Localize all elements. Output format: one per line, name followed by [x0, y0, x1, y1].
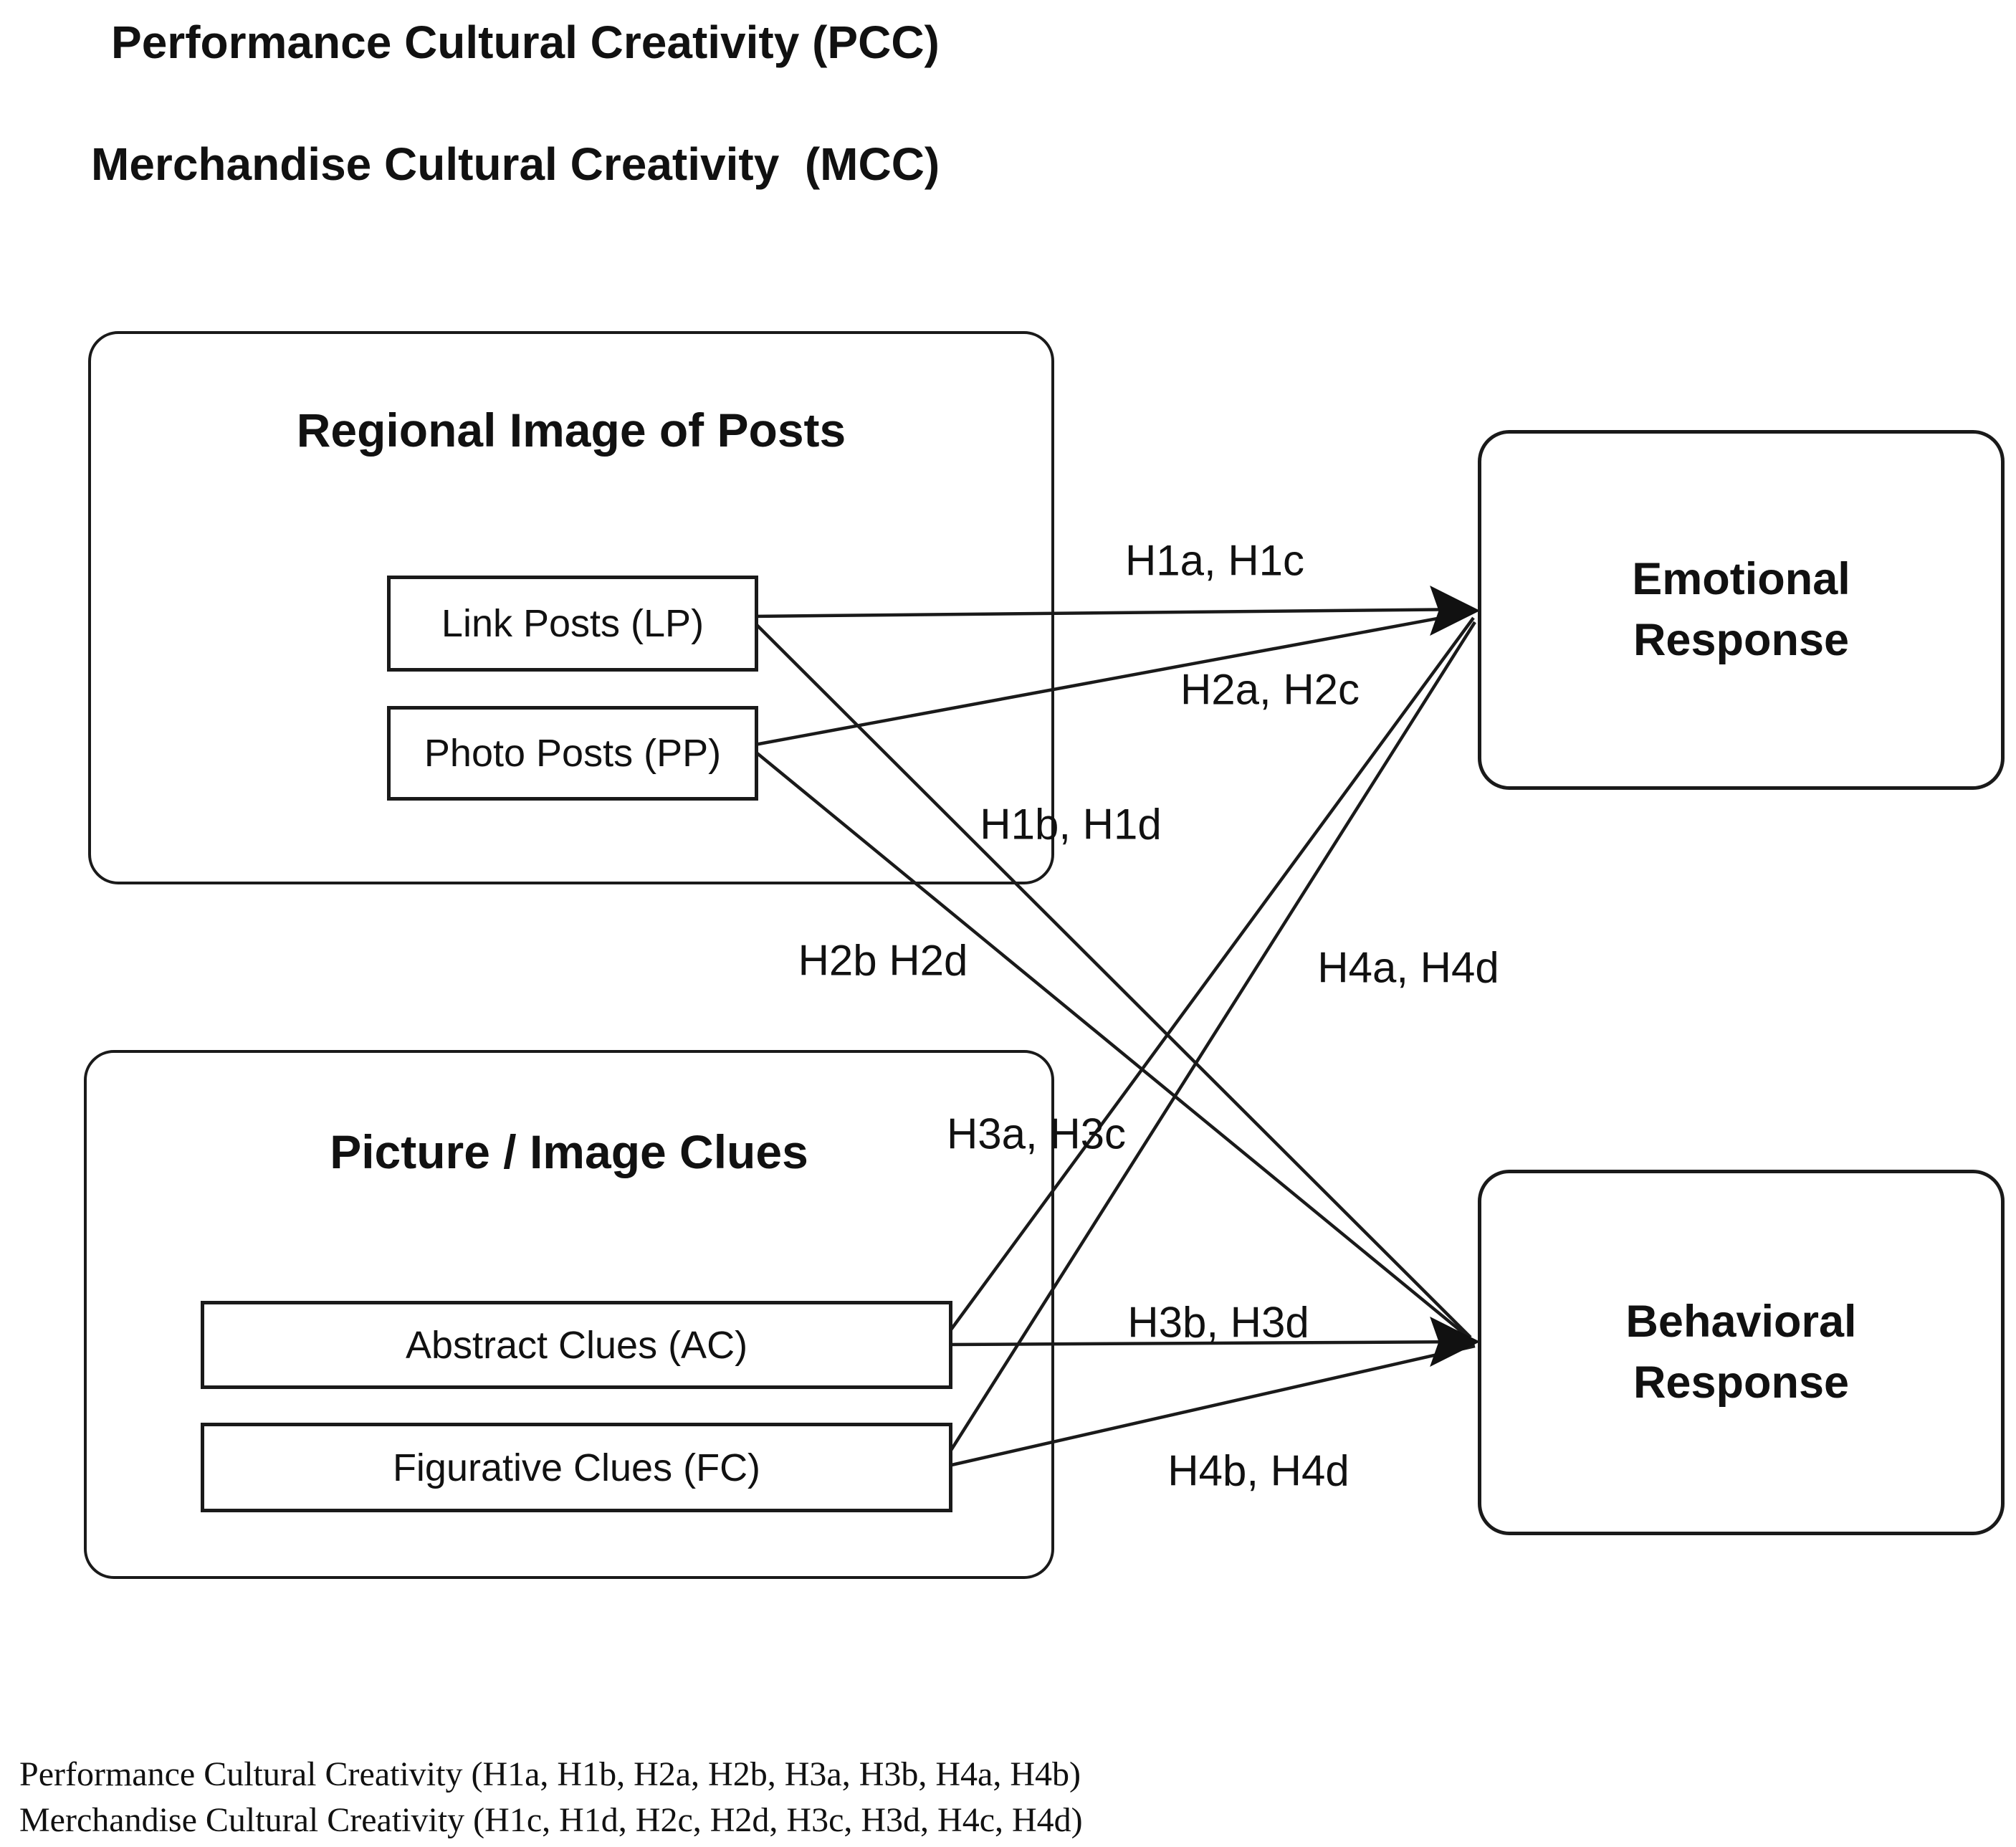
arrow-line-fc-emotional	[944, 621, 1476, 1461]
node-photo-posts: Photo Posts (PP)	[387, 706, 758, 801]
arrow-line-lp-behavioral	[750, 618, 1472, 1339]
hypothesis-label-fc-behavioral: H4b, H4d	[1167, 1446, 1349, 1495]
group-title-picture-image-clues: Picture / Image Clues	[330, 1125, 808, 1178]
node-abstract-clues: Abstract Clues (AC)	[201, 1301, 952, 1389]
arrowhead-behavioral	[1430, 1316, 1481, 1368]
group-box-regional-image-of-posts: Regional Image of Posts	[88, 331, 1054, 884]
behavioral-response-label: Behavioral Response	[1625, 1296, 1857, 1408]
hypothesis-label-lp-behavioral: H1b, H1d	[980, 800, 1162, 849]
hypothesis-label-pp-behavioral: H2b H2d	[798, 936, 968, 985]
footnote-merchandise: Merchandise Cultural Creativity (H1c, H1…	[19, 1801, 1083, 1839]
node-figurative-clues: Figurative Clues (FC)	[201, 1423, 952, 1512]
arrow-line-pp-behavioral	[750, 747, 1473, 1342]
heading-pcc: Performance Cultural Creativity (PCC)	[111, 16, 940, 68]
group-box-picture-image-clues: Picture / Image Clues	[84, 1050, 1054, 1579]
arrow-line-pp-emotional	[750, 610, 1473, 748]
hypothesis-label-fc-emotional: H4a, H4d	[1317, 943, 1499, 992]
footnote-performance: Performance Cultural Creativity (H1a, H1…	[19, 1755, 1081, 1793]
hypothesis-label-ac-behavioral: H3b, H3d	[1127, 1298, 1309, 1347]
emotional-response-label: Emotional Response	[1632, 553, 1850, 665]
arrow-line-lp-emotional	[750, 607, 1471, 619]
node-link-posts: Link Posts (LP)	[387, 576, 758, 672]
arrow-line-ac-emotional	[944, 616, 1475, 1339]
arrowhead-emotional	[1430, 585, 1481, 636]
heading-mcc: Merchandise Cultural Creativity (MCC)	[91, 138, 940, 190]
hypothesis-label-pp-emotional: H2a, H2c	[1180, 665, 1360, 714]
node-emotional-response: Emotional Response	[1478, 430, 2005, 790]
hypothesis-label-lp-emotional: H1a, H1c	[1124, 536, 1305, 585]
arrow-line-ac-behavioral	[945, 1340, 1474, 1347]
arrow-line-fc-behavioral	[945, 1344, 1476, 1469]
hypothesis-label-ac-emotional: H3a, H3c	[946, 1109, 1127, 1158]
group-title-regional-image-of-posts: Regional Image of Posts	[296, 404, 846, 457]
node-behavioral-response: Behavioral Response	[1478, 1170, 2005, 1535]
